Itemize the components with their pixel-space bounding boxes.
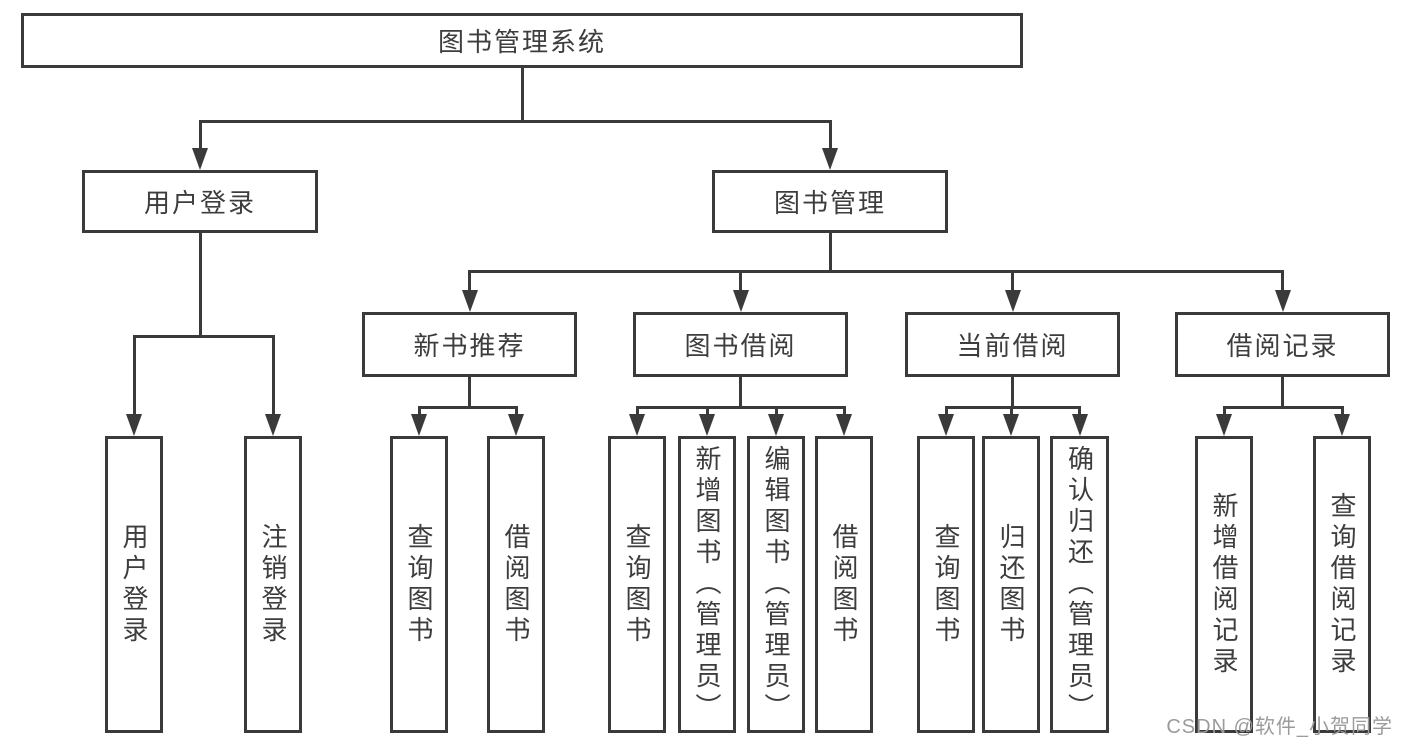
arrowhead-down-icon bbox=[508, 414, 524, 436]
arrowhead-down-icon bbox=[411, 414, 427, 436]
node-label-login: 用户登录 bbox=[119, 522, 149, 647]
node-user-login: 用户登录 bbox=[82, 170, 318, 233]
connector-drop bbox=[944, 406, 948, 415]
connector-drop bbox=[828, 120, 832, 149]
node-label-br-query: 查询借阅记录 bbox=[1327, 491, 1357, 678]
node-borrow-records: 借阅记录 bbox=[1175, 312, 1390, 377]
connector-stem bbox=[1011, 376, 1014, 409]
node-cb-query: 查询图书 bbox=[917, 436, 975, 733]
connector-drop bbox=[198, 120, 202, 149]
connector-stem bbox=[520, 67, 524, 123]
node-label-cb-return: 归还图书 bbox=[996, 522, 1026, 647]
node-nbr-query: 查询图书 bbox=[390, 436, 448, 733]
node-current-borrow: 当前借阅 bbox=[905, 312, 1120, 377]
node-new-book-rec: 新书推荐 bbox=[362, 312, 577, 377]
connector-drop bbox=[705, 406, 709, 415]
connector-drop bbox=[1078, 406, 1081, 415]
connector-drop bbox=[1340, 406, 1344, 415]
connector-rail bbox=[198, 120, 832, 123]
node-label-current-borrow: 当前借阅 bbox=[956, 331, 1069, 361]
node-label-root: 图书管理系统 bbox=[437, 27, 606, 57]
node-label-nbr-query: 查询图书 bbox=[404, 522, 434, 647]
connector-rail bbox=[1222, 406, 1344, 409]
node-bb-edit: 编辑图书（管理员） bbox=[747, 436, 805, 733]
node-bb-borrow: 借阅图书 bbox=[815, 436, 873, 733]
connector-drop bbox=[739, 270, 742, 291]
node-label-book-borrow: 图书借阅 bbox=[684, 331, 797, 361]
connector-stem bbox=[828, 232, 832, 273]
arrowhead-down-icon bbox=[1334, 414, 1350, 436]
node-label-cb-confirm: 确认归还（管理员） bbox=[1064, 445, 1095, 724]
node-book-borrow: 图书借阅 bbox=[633, 312, 848, 377]
arrowhead-down-icon bbox=[699, 414, 715, 436]
connector-stem bbox=[739, 376, 742, 409]
node-label-user-login: 用户登录 bbox=[143, 188, 256, 218]
connector-rail bbox=[635, 406, 846, 409]
node-br-query: 查询借阅记录 bbox=[1313, 436, 1371, 733]
node-label-bb-query: 查询图书 bbox=[622, 522, 652, 647]
node-bb-add: 新增图书（管理员） bbox=[678, 436, 736, 733]
arrowhead-down-icon bbox=[1071, 414, 1088, 436]
node-label-bb-borrow: 借阅图书 bbox=[829, 522, 859, 647]
node-root: 图书管理系统 bbox=[21, 13, 1023, 68]
node-br-add: 新增借阅记录 bbox=[1195, 436, 1253, 733]
node-login: 用户登录 bbox=[105, 436, 163, 733]
csdn-watermark: CSDN @软件_小贺同学 bbox=[1166, 716, 1393, 738]
connector-drop bbox=[271, 335, 275, 415]
connector-drop bbox=[514, 406, 518, 415]
arrowhead-down-icon bbox=[768, 414, 784, 436]
connector-rail bbox=[132, 335, 275, 338]
connector-drop bbox=[468, 270, 471, 291]
node-label-cb-query: 查询图书 bbox=[931, 522, 961, 647]
node-nbr-borrow: 借阅图书 bbox=[487, 436, 545, 733]
connector-drop bbox=[1011, 270, 1014, 291]
arrowhead-down-icon bbox=[126, 414, 142, 436]
node-label-logout: 注销登录 bbox=[258, 522, 288, 647]
connector-drop bbox=[1281, 270, 1284, 291]
arrowhead-down-icon bbox=[1274, 290, 1291, 312]
connector-drop bbox=[1009, 406, 1013, 415]
arrowhead-down-icon bbox=[822, 148, 838, 170]
connector-rail bbox=[944, 406, 1081, 409]
connector-stem bbox=[198, 232, 202, 338]
arrowhead-down-icon bbox=[629, 414, 645, 436]
connector-rail bbox=[468, 270, 1284, 273]
arrowhead-down-icon bbox=[836, 414, 852, 436]
node-label-borrow-records: 借阅记录 bbox=[1226, 331, 1339, 361]
connector-rail bbox=[417, 406, 518, 409]
node-cb-confirm: 确认归还（管理员） bbox=[1050, 436, 1109, 733]
connector-drop bbox=[1222, 406, 1226, 415]
arrowhead-down-icon bbox=[1004, 290, 1021, 312]
arrowhead-down-icon bbox=[265, 414, 281, 436]
node-label-new-book-rec: 新书推荐 bbox=[413, 331, 526, 361]
connector-drop bbox=[635, 406, 639, 415]
connector-stem bbox=[1281, 376, 1284, 409]
arrowhead-down-icon bbox=[461, 290, 478, 312]
node-logout: 注销登录 bbox=[244, 436, 302, 733]
node-bb-query: 查询图书 bbox=[608, 436, 666, 733]
node-book-mgmt: 图书管理 bbox=[712, 170, 948, 233]
connector-drop bbox=[774, 406, 778, 415]
node-label-bb-add: 新增图书（管理员） bbox=[692, 445, 722, 724]
node-label-nbr-borrow: 借阅图书 bbox=[501, 522, 531, 647]
connector-drop bbox=[132, 335, 136, 415]
arrowhead-down-icon bbox=[1216, 414, 1232, 436]
node-label-br-add: 新增借阅记录 bbox=[1209, 491, 1239, 678]
connector-stem bbox=[468, 376, 471, 409]
connector-drop bbox=[417, 406, 421, 415]
arrowhead-down-icon bbox=[938, 414, 954, 436]
arrowhead-down-icon bbox=[192, 148, 208, 170]
node-label-bb-edit: 编辑图书（管理员） bbox=[761, 445, 791, 724]
arrowhead-down-icon bbox=[732, 290, 749, 312]
connector-drop bbox=[842, 406, 846, 415]
node-label-book-mgmt: 图书管理 bbox=[773, 188, 886, 218]
node-cb-return: 归还图书 bbox=[982, 436, 1040, 733]
arrowhead-down-icon bbox=[1003, 414, 1019, 436]
